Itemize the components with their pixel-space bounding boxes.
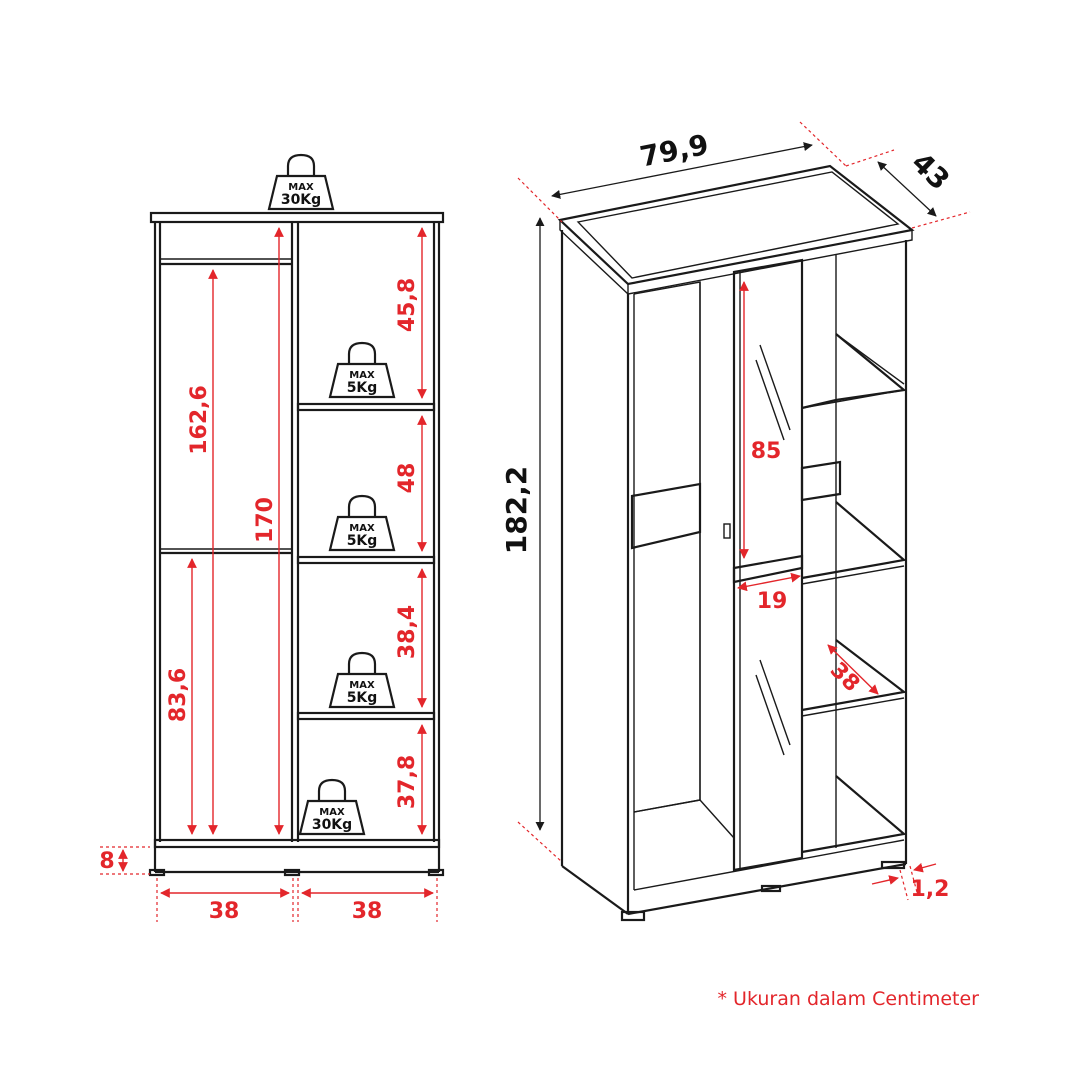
weight-icon: MAX 30Kg [267, 153, 335, 211]
mirror-divider [732, 554, 804, 584]
label-38-depth: 38 [825, 658, 864, 697]
shelf-a [801, 333, 907, 410]
label-48: 48 [395, 463, 420, 494]
label-37-8: 37,8 [395, 755, 420, 809]
label-1-2: 1,2 [911, 877, 950, 902]
dim-line-19 [737, 572, 801, 592]
weight-icon: MAX 5Kg [328, 494, 396, 552]
door-handle [723, 523, 731, 539]
shelf-3 [296, 711, 436, 721]
label-162-6: 162,6 [187, 385, 212, 455]
dim-line-79-9 [551, 142, 813, 199]
label-19: 19 [757, 589, 788, 614]
weight-icon: MAX 5Kg [328, 341, 396, 399]
svg-text:MAX: MAX [349, 523, 375, 534]
weight-icon: MAX 5Kg [328, 651, 396, 709]
label-170: 170 [253, 497, 278, 543]
shelf-b [801, 501, 907, 580]
svg-text:30Kg: 30Kg [281, 192, 321, 208]
dim-line-43 [877, 161, 937, 217]
weight-icon: MAX 30Kg [298, 778, 366, 836]
shelf-d [801, 775, 907, 854]
foot-middle [283, 868, 301, 877]
shelf-2 [296, 555, 436, 565]
svg-text:5Kg: 5Kg [347, 380, 378, 396]
shelf-1 [296, 402, 436, 412]
foot-front [620, 910, 646, 922]
svg-text:MAX: MAX [349, 680, 375, 691]
svg-text:5Kg: 5Kg [347, 690, 378, 706]
svg-text:5Kg: 5Kg [347, 533, 378, 549]
label-38-4: 38,4 [395, 605, 420, 659]
dim-line-1-2 [913, 862, 937, 873]
label-85: 85 [751, 439, 782, 464]
bottom-board [153, 838, 441, 849]
svg-text:30Kg: 30Kg [312, 817, 352, 833]
foot-right [880, 860, 906, 870]
left-door-accent [630, 482, 702, 550]
svg-text:MAX: MAX [319, 807, 345, 818]
perspective-view: 79,9 43 182,2 85 19 38 1,2 [500, 121, 971, 922]
label-right-38: 38 [352, 899, 383, 924]
label-left-38: 38 [209, 899, 240, 924]
foot-center [760, 884, 782, 893]
mirror-door [732, 258, 804, 872]
label-45-8: 45,8 [395, 278, 420, 332]
inner-drawer [800, 460, 842, 502]
foot-right [427, 868, 445, 877]
label-8: 8 [99, 849, 114, 874]
foot-left [148, 868, 166, 877]
svg-text:MAX: MAX [349, 370, 375, 381]
bottom-edge [627, 862, 907, 916]
front-view: 162,6 170 83,6 45,8 48 38,4 37,8 8 38 38… [99, 153, 445, 924]
unit-note: * Ukuran dalam Centimeter [718, 988, 980, 1010]
label-182-2: 182,2 [500, 466, 533, 555]
dim-line-38-depth [827, 644, 879, 695]
label-43: 43 [905, 146, 956, 197]
svg-text:MAX: MAX [288, 182, 314, 193]
top-board [149, 211, 445, 224]
label-83-6: 83,6 [166, 668, 191, 722]
